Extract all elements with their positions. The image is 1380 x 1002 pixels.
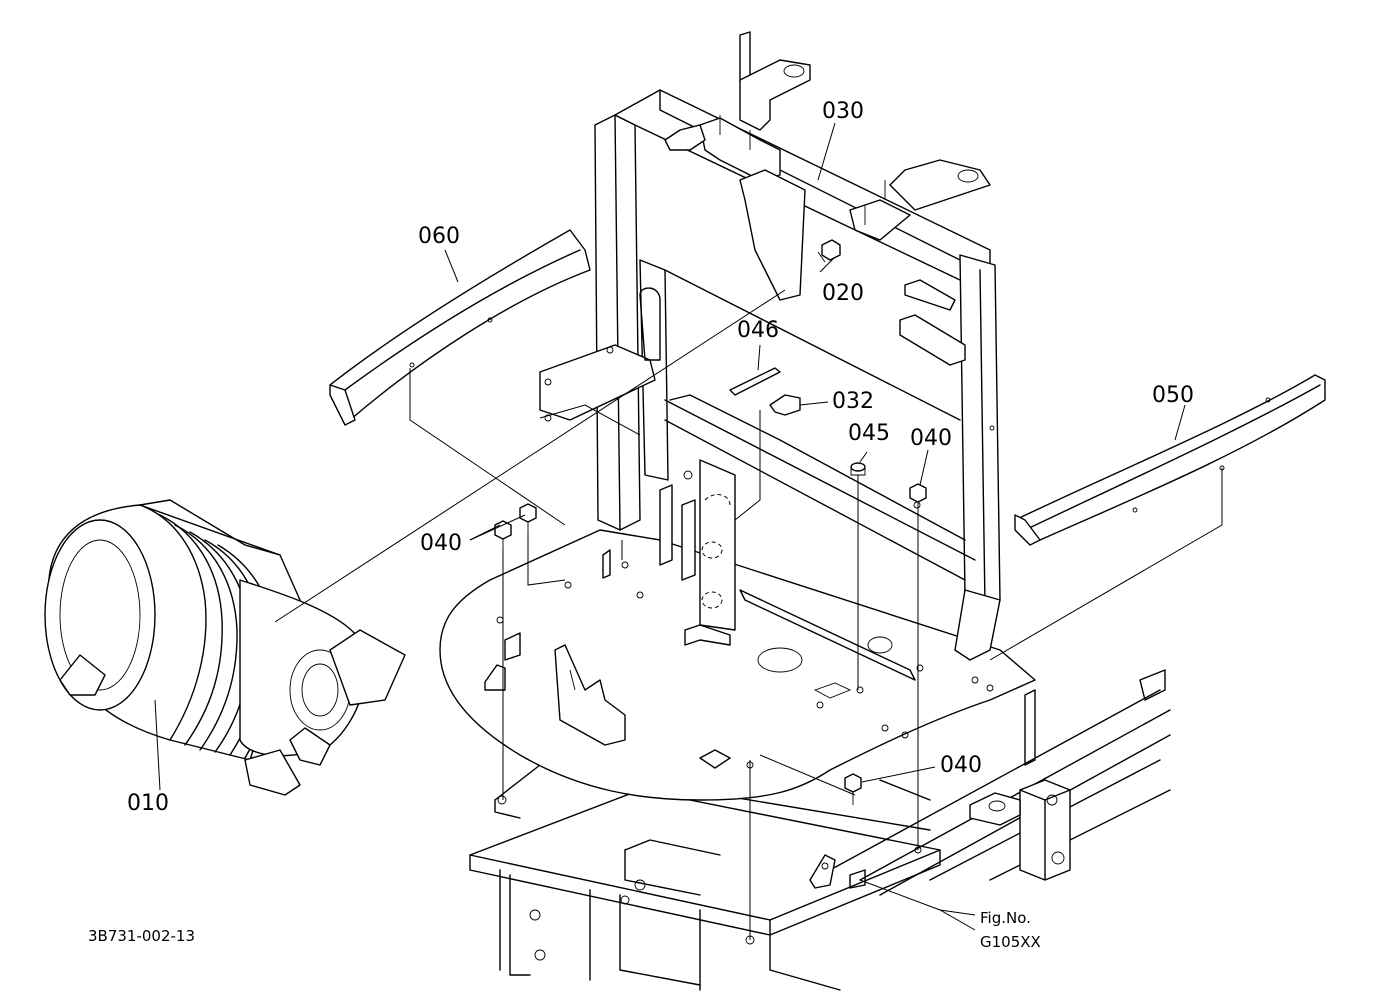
callout-040-lower: 040 [940,753,982,778]
part-032-clip [769,394,801,416]
callout-030: 030 [822,99,864,124]
callout-045: 045 [848,421,890,446]
callout-060: 060 [418,224,460,249]
figure-ref-label: Fig.No. [980,909,1031,927]
callout-040-right: 040 [910,426,952,451]
part-040-bolt-right [909,483,927,512]
part-045-pin [850,462,866,476]
part-020-bolt [817,239,841,263]
callout-032: 032 [832,389,874,414]
callout-010: 010 [127,791,169,816]
part-046-strip [729,367,781,396]
callout-labels: 010 020 030 032 040 040 040 045 046 050 … [88,99,1194,951]
leader-lines [154,122,1223,940]
lower-frame [469,669,1171,991]
part-060-left-rail [329,229,591,426]
callout-040-left: 040 [420,531,462,556]
part-050-right-rail [1014,374,1326,546]
base-plate [439,459,1036,801]
part-040-bolt-lower [844,773,862,805]
callout-050: 050 [1152,383,1194,408]
drawing-number: 3B731-002-13 [88,927,195,945]
part-010-air-cleaner [44,499,406,796]
callout-046: 046 [737,318,779,343]
callout-020: 020 [822,281,864,306]
small-parts [494,239,927,805]
seat-stand-frame [539,31,1001,661]
figure-ref-code: G105XX [980,933,1041,951]
part-040-bolt-left-b [519,503,537,532]
